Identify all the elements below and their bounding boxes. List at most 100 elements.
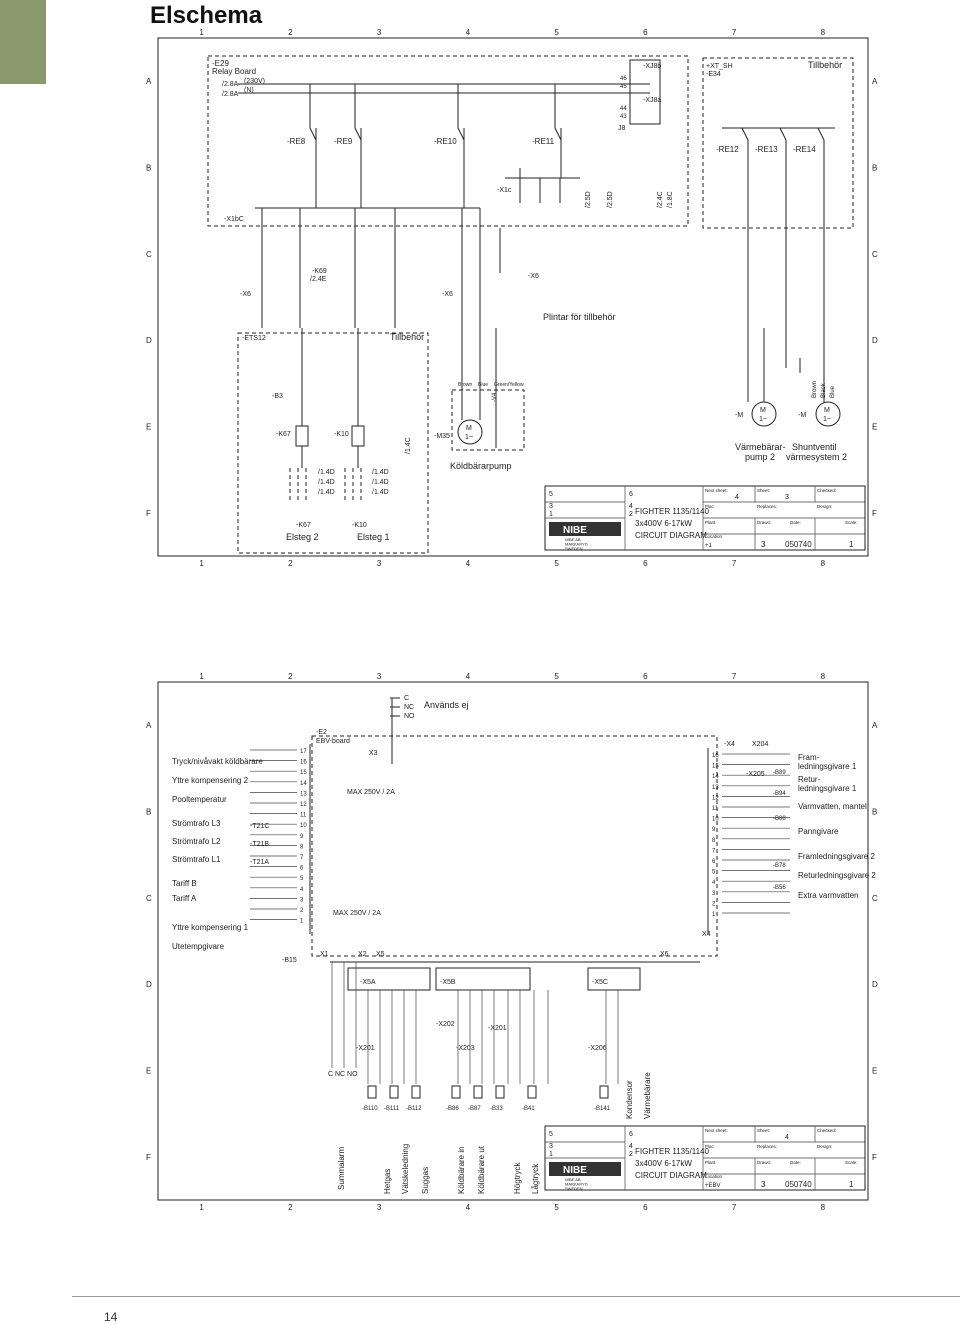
grid-col-label: 6 — [643, 28, 648, 37]
max250b-label: MAX 250V / 2A — [333, 910, 381, 917]
terminal-number: 15 — [712, 764, 719, 770]
svg-text:M: M — [824, 407, 830, 414]
b3-label: -B3 — [272, 393, 283, 400]
grid-col-label: 6 — [643, 559, 648, 568]
grid-col-label: 2 — [288, 28, 293, 37]
sensor-label: -B111 — [384, 1106, 400, 1112]
xj8b-label: -XJ8b — [643, 63, 661, 70]
tb-date-label: Date: — [790, 1160, 801, 1165]
tb-company: SWEDEN — [565, 546, 583, 551]
x6-label: -X6 — [240, 291, 251, 298]
vertical-label: Kondensor — [625, 1080, 634, 1119]
grid-row-label: D — [146, 336, 152, 345]
sensor-ref: -B88 — [773, 816, 786, 822]
terminal-number: 6 — [712, 859, 716, 865]
right-label: ledningsgivare 1 — [798, 762, 857, 771]
terminal-number: 17 — [300, 749, 307, 755]
ref-1-4c: /1.4C — [405, 437, 412, 454]
x6b-label: -X6 — [442, 291, 453, 298]
x204-label: X204 — [752, 741, 768, 748]
tb-product: FIGHTER 1135/1140 — [635, 507, 710, 516]
tb-number: 6 — [629, 491, 633, 498]
svg-text:43: 43 — [620, 114, 627, 120]
tb-plac-label: Plac: — [705, 504, 715, 509]
v4-label: -V4 — [492, 392, 498, 402]
right-label: ledningsgivare 1 — [798, 784, 857, 793]
sheet-frame — [157, 681, 869, 1201]
k10-coil — [351, 425, 365, 447]
terminal-number: 16 — [712, 753, 719, 759]
cnn-bottom: C NC NO — [328, 1071, 358, 1078]
terminal-number: 4 — [300, 887, 304, 893]
grid-col-label: 8 — [821, 559, 826, 568]
tillbehor-box — [237, 332, 429, 554]
tb-page: 1 — [849, 1180, 854, 1189]
svg-text:1~: 1~ — [823, 416, 831, 423]
sensor-label: -B86 — [446, 1106, 459, 1112]
sensor-label: -B112 — [406, 1106, 422, 1112]
ref-2-5d: /2.5D — [585, 191, 592, 208]
tb-design-label: Design: — [817, 1144, 832, 1149]
m35-label: -M35 — [434, 433, 450, 440]
tb-number: 3 — [549, 503, 553, 510]
terminal-number: 9 — [712, 827, 716, 833]
tb-drawn-label: Drawn: — [757, 1160, 771, 1165]
svg-text:1~: 1~ — [759, 416, 767, 423]
k67-coil — [295, 425, 309, 447]
sensor-ref: -B94 — [773, 791, 786, 797]
relay-board-ref-b: /2.8A — [222, 91, 239, 98]
k10-label: -K10 — [334, 431, 349, 438]
svg-text:/1.4D: /1.4D — [372, 469, 389, 476]
grid-row-label: C — [872, 894, 878, 903]
wire-brown: Brown — [458, 382, 472, 388]
k10-bottom: -K10 — [352, 522, 367, 529]
tb-plant-label: Plant — [705, 1160, 716, 1165]
vertical-label: Suggas — [421, 1167, 430, 1194]
terminal-number: 1 — [712, 912, 716, 918]
sensor-symbol — [451, 1085, 461, 1099]
grid-col-label: 1 — [199, 559, 204, 568]
svg-text:-RE10: -RE10 — [434, 137, 457, 146]
tb-rev: 3 — [761, 540, 766, 549]
tb-sheet-label: Sheet: — [757, 488, 770, 493]
tb-drawing-no: 050740 — [785, 540, 812, 549]
relay-board-box — [207, 55, 689, 227]
grid-row-label: F — [146, 509, 151, 518]
sheet-frame — [157, 37, 869, 557]
grid-col-label: 8 — [821, 672, 826, 681]
terminal-number: 7 — [300, 855, 304, 861]
svg-text:M: M — [760, 407, 766, 414]
x202-label: -X202 — [436, 1021, 455, 1028]
varmesystem2-label: värmesystem 2 — [786, 452, 847, 462]
x203-label: -X203 — [456, 1045, 475, 1052]
grid-col-label: 8 — [821, 28, 826, 37]
x3-label: X3 — [369, 750, 378, 757]
terminal-number: 8 — [300, 844, 304, 850]
left-label: Tariff A — [172, 894, 197, 903]
svg-text:M: M — [466, 425, 472, 432]
tb-sheet: 4 — [785, 1134, 789, 1141]
sensor-label: -B141 — [594, 1106, 611, 1112]
terminal-number: 14 — [300, 781, 307, 787]
ebv-board-label: EBV-board — [316, 738, 350, 745]
tb-location: +EBV — [705, 1183, 721, 1189]
x2-label: X2 — [358, 951, 367, 958]
grid-col-label: 7 — [732, 1203, 737, 1212]
grid-col-label: 4 — [466, 1203, 471, 1212]
grid-row-label: D — [872, 980, 878, 989]
tb-spec: 3x400V 6-17kW — [635, 519, 692, 528]
terminal-number: 8 — [712, 838, 716, 844]
bottom-wires — [331, 962, 619, 1084]
wire-blue: Blue — [478, 382, 488, 388]
tb-company: MARKARYD — [565, 542, 588, 547]
grid-row-label: C — [146, 894, 152, 903]
shuntventil-motor — [815, 401, 841, 427]
grid-row-label: C — [872, 250, 878, 259]
tb-location-label: Location — [705, 1174, 723, 1179]
sensor-symbol — [473, 1085, 483, 1099]
grid-col-label: 6 — [643, 1203, 648, 1212]
plintar-label: Plintar för tillbehör — [543, 312, 616, 322]
grid-col-label: 4 — [466, 28, 471, 37]
